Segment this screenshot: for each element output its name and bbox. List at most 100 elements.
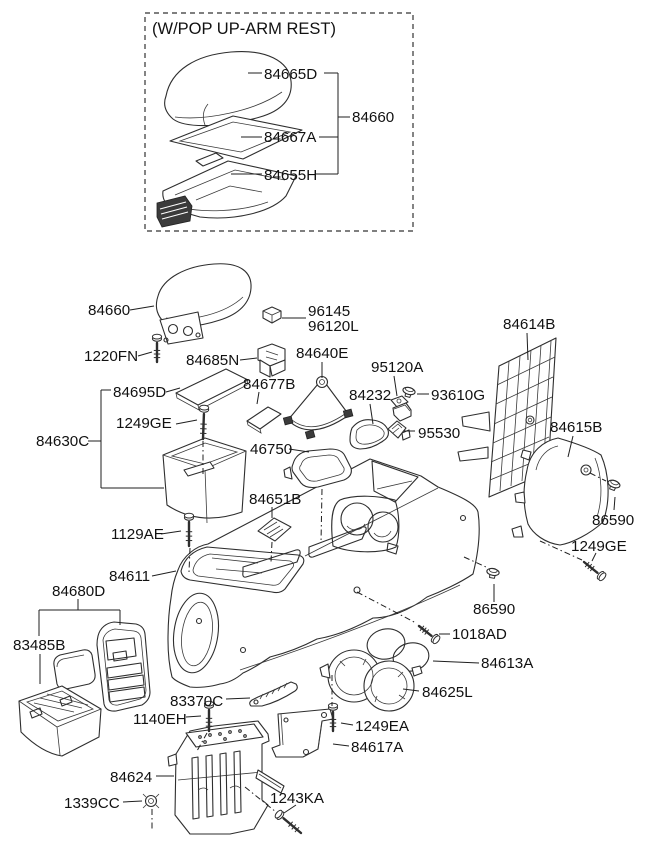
part-label-84685N-8: 84685N [186, 352, 239, 369]
armrest-assembly-84660 [155, 263, 252, 345]
pocket-door-84680D [96, 621, 151, 712]
leader-line [567, 435, 574, 458]
mat-84677B [246, 406, 282, 434]
bracket-84617A [271, 708, 334, 758]
leader-line-dashed [589, 472, 607, 482]
leader-line [283, 804, 297, 814]
mat-84651B [257, 517, 292, 542]
part-label-84617A-35: 84617A [351, 739, 404, 756]
part-label-1249GE-18: 1249GE [116, 415, 172, 432]
gasket-84232 [349, 419, 389, 450]
screw-icon [183, 512, 195, 548]
part-label-83370C-32: 83370C [170, 693, 223, 710]
part-label-84232-12: 84232 [349, 387, 391, 404]
nut-1339CC [142, 793, 160, 809]
screw-icon [327, 702, 339, 733]
leader-line-dashed [196, 732, 208, 752]
grommet-icon [486, 567, 500, 579]
screw-icon [151, 333, 163, 364]
mat-84695D [175, 368, 249, 411]
armrest-frame-84667A [169, 115, 303, 167]
leader-line [340, 722, 354, 726]
screw-icon [274, 809, 303, 835]
armrest-base-84655H [156, 160, 297, 228]
part-label-84667A-2: 84667A [264, 129, 317, 146]
leader-line-dashed [188, 547, 191, 573]
leader-line-dashed [463, 556, 487, 568]
part-label-95530-14: 95530 [418, 425, 460, 442]
leader-line-dashed [539, 540, 583, 561]
leader-line [160, 530, 182, 535]
leader-line-dashed [356, 591, 417, 624]
part-label-86590-26: 86590 [473, 601, 515, 618]
part-label-84630C-19: 84630C [36, 433, 89, 450]
socket-95120A [390, 395, 412, 422]
part-label-84615B-15: 84615B [550, 419, 602, 436]
part-label-1018AD-27: 1018AD [452, 626, 507, 643]
grommet-icon [607, 479, 621, 492]
carrier-bracket-84624 [167, 720, 285, 835]
shift-boot-84640E [282, 375, 354, 440]
screw-icon [417, 624, 441, 645]
bracket-84685N [257, 343, 286, 378]
screw-icon [198, 404, 210, 441]
leader-line [256, 391, 260, 405]
part-label-84680D-30: 84680D [52, 583, 105, 600]
leader-line [591, 552, 597, 562]
screw-icon [582, 560, 607, 582]
part-label-84640E-9: 84640E [296, 345, 348, 362]
part-label-1339CC-37: 1339CC [64, 795, 120, 812]
leader-line [122, 800, 143, 803]
variant-box-title: (W/POP UP-ARM REST) [152, 20, 336, 38]
side-cover-84615B [511, 437, 609, 546]
screw-icon [203, 700, 215, 733]
leader-line [613, 496, 616, 511]
part-label-1129AE-22: 1129AE [111, 526, 164, 543]
part-label-96120L-6: 96120L [308, 318, 359, 335]
leader-line [137, 351, 153, 357]
part-label-84660-1: 84660 [352, 109, 394, 126]
clip-96145 [262, 306, 282, 324]
part-label-84613A-28: 84613A [481, 655, 534, 672]
armrest-lid-84665D [164, 50, 292, 127]
leader-line [151, 570, 177, 577]
part-label-86590-24: 86590 [592, 512, 634, 529]
part-label-83485B-31: 83485B [13, 637, 65, 654]
leader-line [175, 419, 198, 425]
leader-line [165, 387, 181, 393]
leader-line [393, 375, 398, 397]
part-label-84655H-3: 84655H [264, 167, 317, 184]
leader-line [526, 332, 529, 361]
tray-83485B [18, 685, 102, 757]
storage-bin-84630C [162, 437, 247, 524]
grommet-icon [402, 386, 416, 399]
part-label-84651B-21: 84651B [249, 491, 301, 508]
leader-line [369, 403, 374, 425]
part-label-84660-4: 84660 [88, 302, 130, 319]
part-label-84611-23: 84611 [109, 568, 150, 585]
part-label-1249GE-25: 1249GE [571, 538, 627, 555]
cup-holder-84625L [319, 649, 423, 712]
leader-line-dashed [320, 488, 323, 544]
fasteners-layer [151, 333, 621, 835]
part-label-84695D-16: 84695D [113, 384, 166, 401]
part-label-93610G-13: 93610G [431, 387, 485, 404]
lever-83370C [249, 681, 298, 707]
leader-line [332, 743, 350, 747]
part-label-1243KA-38: 1243KA [270, 790, 325, 807]
part-label-84614B-10: 84614B [503, 316, 555, 333]
part-label-46750-20: 46750 [250, 441, 292, 458]
leader-line [432, 660, 480, 664]
part-label-1140EH-33: 1140EH [133, 711, 187, 728]
part-label-84677B-17: 84677B [243, 376, 295, 393]
part-label-1249EA-34: 1249EA [355, 718, 410, 735]
leader-line [185, 715, 202, 718]
leader-line [225, 697, 251, 700]
leader-line-dashed [270, 541, 273, 563]
leader-line [288, 448, 310, 453]
pocket-lid-83485B [53, 649, 96, 690]
part-label-84665D-0: 84665D [264, 66, 317, 83]
